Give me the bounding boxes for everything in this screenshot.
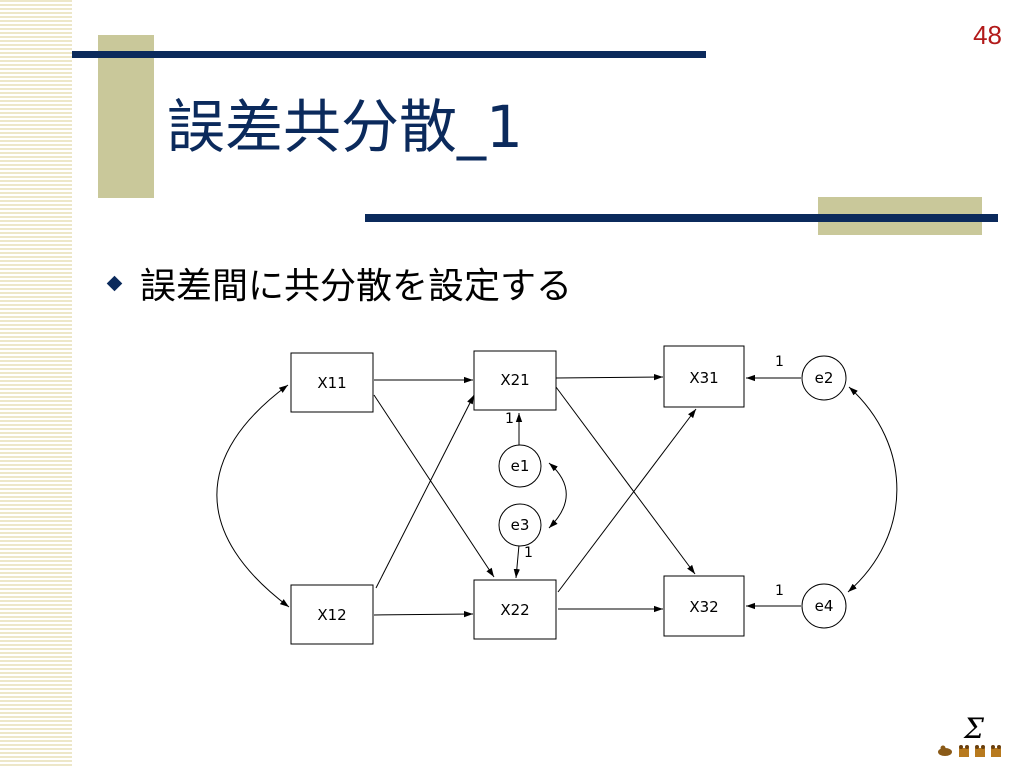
node-x12: X12 — [290, 584, 374, 645]
node-e2: e2 — [801, 355, 847, 401]
covariance-e1-e3 — [548, 462, 567, 529]
covariance-e2-e4 — [847, 386, 898, 593]
node-x21-label: X21 — [500, 371, 529, 389]
weight-label-e3: 1 — [524, 545, 533, 561]
node-x11-label: X11 — [317, 374, 346, 392]
page-number: 48 — [973, 20, 1002, 50]
node-x31-label: X31 — [689, 369, 718, 387]
striped-side-border — [0, 0, 72, 768]
path-x12-x21 — [375, 394, 475, 589]
node-x11: X11 — [290, 352, 374, 413]
node-x22: X22 — [473, 579, 557, 640]
slide-title: 誤差共分散_1 — [167, 93, 523, 161]
title-accent-block — [98, 35, 154, 198]
node-e1: e1 — [498, 444, 542, 488]
title-top-rule — [72, 51, 706, 58]
node-e2-label: e2 — [815, 369, 834, 387]
path-x21-x32 — [555, 386, 696, 575]
node-x12-label: X12 — [317, 606, 346, 624]
node-e3: e3 — [498, 503, 542, 547]
node-e3-label: e3 — [511, 516, 530, 534]
bullet-item: 誤差間に共分散を設定する — [105, 260, 573, 307]
sigma-icon: Σ — [963, 712, 984, 745]
node-e4: e4 — [801, 583, 847, 629]
node-x22-label: X22 — [500, 601, 529, 619]
node-x31: X31 — [663, 345, 745, 408]
node-x32-label: X32 — [689, 598, 718, 616]
weight-label-e2: 1 — [775, 354, 784, 370]
node-x21: X21 — [473, 350, 557, 411]
mascot-figures-icon — [938, 745, 1001, 757]
covariance-x11-x12 — [216, 384, 290, 608]
path-e3-x22 — [513, 544, 520, 579]
bullet-text: 誤差間に共分散を設定する — [140, 266, 573, 307]
path-x11-x22 — [373, 394, 495, 578]
diamond-bullet-icon — [106, 275, 123, 291]
path-x22-x31 — [557, 408, 697, 593]
path-x12-x22 — [373, 610, 474, 618]
node-e4-label: e4 — [815, 597, 834, 615]
weight-label-e4: 1 — [775, 583, 784, 599]
path-x21-x31 — [555, 373, 664, 381]
weight-label-e1: 1 — [505, 411, 514, 427]
path-diagram: X11 X12 X21 X22 X31 X32 e1 e3 e2 e4 1 1 … — [216, 345, 898, 645]
node-e1-label: e1 — [511, 457, 530, 475]
title-bottom-rule — [365, 214, 998, 222]
node-x32: X32 — [663, 575, 745, 637]
sigma-logo: Σ — [938, 712, 1001, 757]
